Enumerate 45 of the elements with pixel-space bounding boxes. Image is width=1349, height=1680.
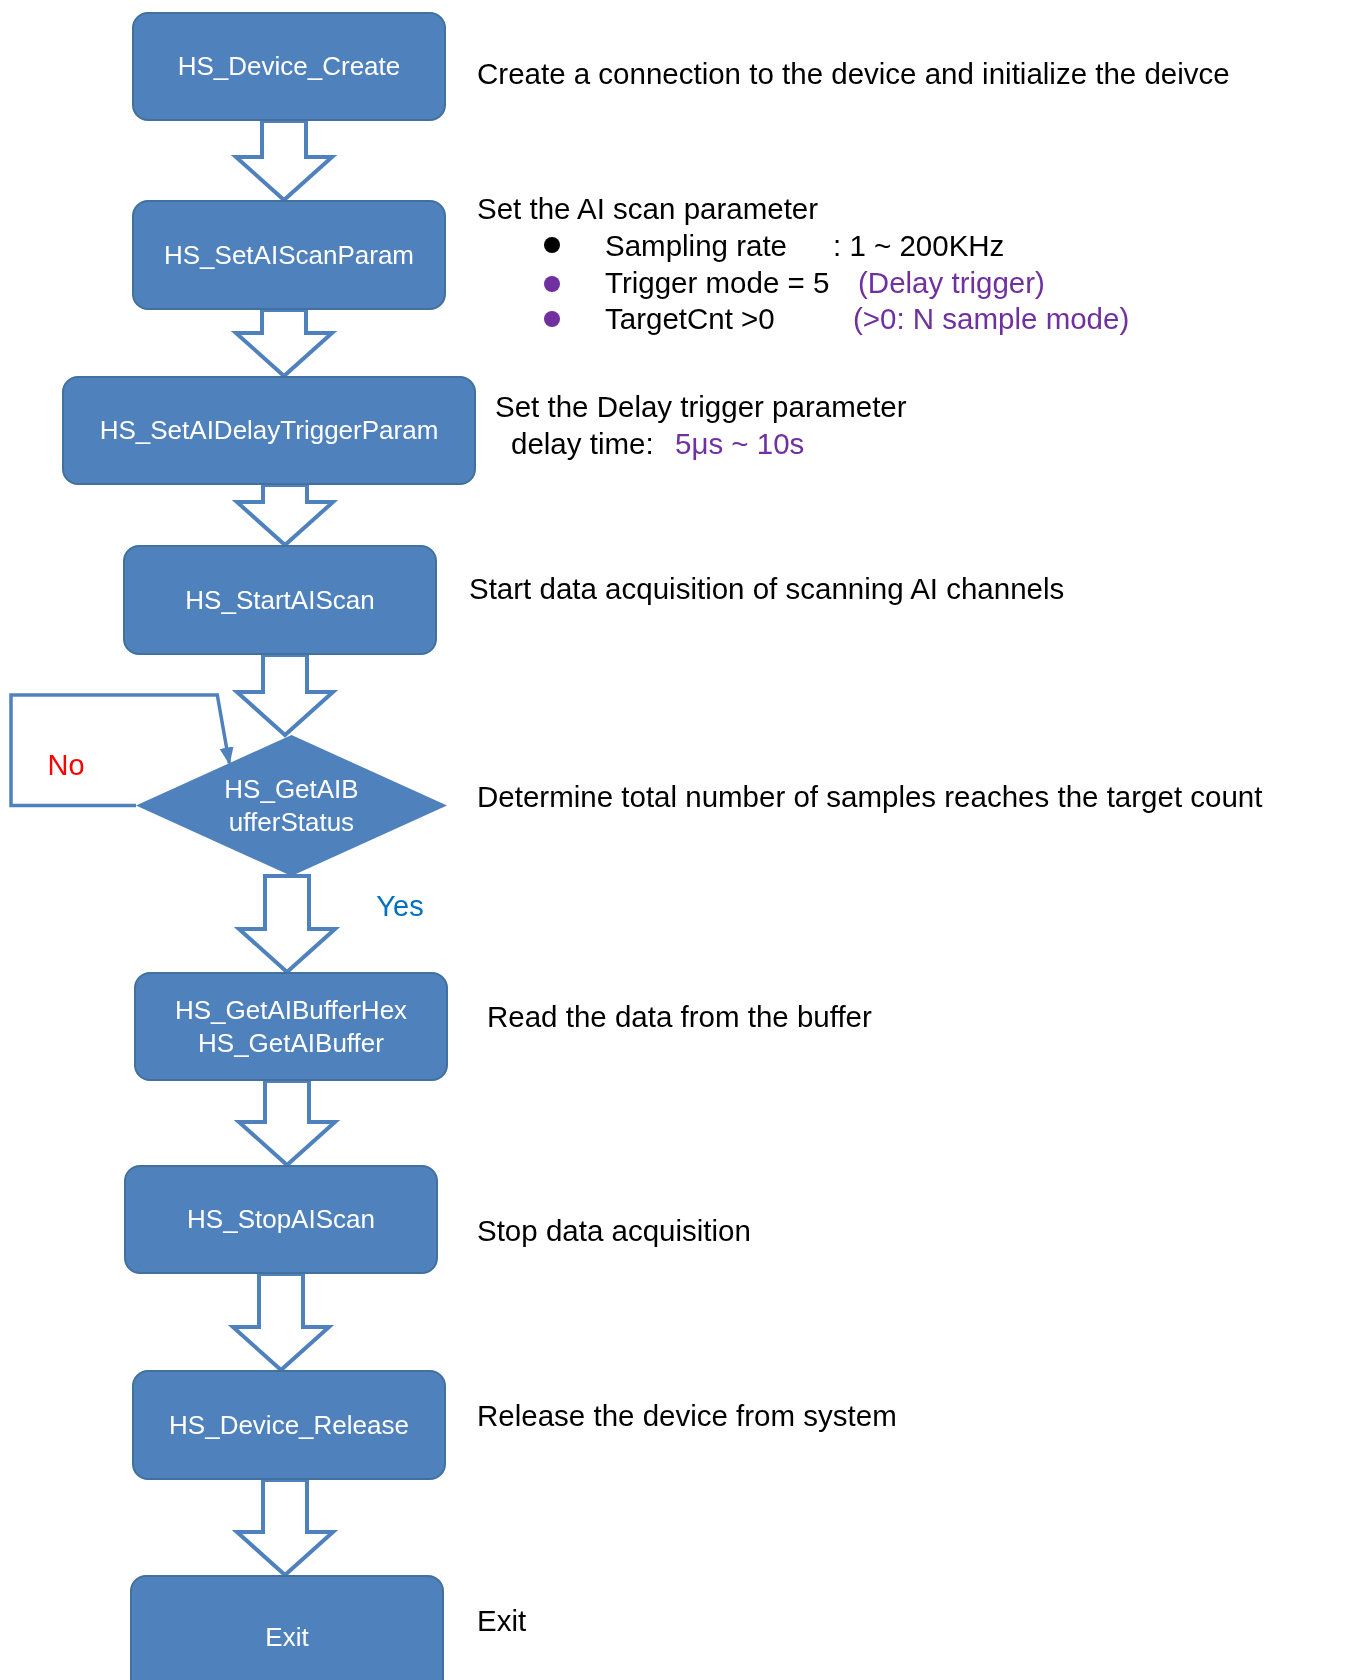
description-text: Stop data acquisition xyxy=(477,1214,751,1248)
node-label: HS_SetAIScanParam xyxy=(164,238,414,272)
process-box xyxy=(132,1370,446,1480)
node-label: HS_StopAIScan xyxy=(187,1203,375,1236)
node-label: Exit xyxy=(265,1621,309,1654)
node-label: HS_GetAIBuffer xyxy=(198,1026,384,1059)
process-box xyxy=(130,1575,444,1680)
process-box xyxy=(124,1165,438,1274)
description-text: Trigger mode = 5 xyxy=(605,266,830,300)
block-arrow xyxy=(233,874,341,975)
block-arrow xyxy=(231,1478,339,1578)
description-text: Read the data from the buffer xyxy=(487,1000,872,1034)
loop-arrow xyxy=(9,693,234,808)
process-box xyxy=(132,12,446,121)
node-label: HS_GetAIB ufferStatus xyxy=(223,773,360,838)
node-label: HS_GetAIBufferHex xyxy=(174,994,408,1027)
description-text: : 1 ~ 200KHz xyxy=(833,229,1005,263)
description-text: Release the device from system xyxy=(477,1399,897,1433)
node-label: HS_SetAIDelayTriggerParam xyxy=(99,414,439,447)
description-text: delay time: xyxy=(511,427,654,461)
block-arrow xyxy=(230,119,338,203)
description-text: Set the Delay trigger parameter xyxy=(495,390,907,424)
block-arrow xyxy=(231,483,339,548)
description-text: (>0: N sample mode) xyxy=(853,302,1130,336)
description-text: 5μs ~ 10s xyxy=(675,427,805,461)
block-arrow xyxy=(227,1272,335,1373)
node-label: HS_StartAIScan xyxy=(185,583,375,617)
process-box xyxy=(132,200,446,310)
description-text: (Delay trigger) xyxy=(858,266,1045,300)
description-text: Exit xyxy=(477,1604,527,1638)
description-text: TargetCnt >0 xyxy=(605,302,775,336)
process-box xyxy=(62,376,476,485)
description-text: Determine total number of samples reaches the target count xyxy=(477,780,1263,814)
node-label: HS_Device_Create xyxy=(177,50,401,83)
description-text: Create a connection to the device and initialize the deivce xyxy=(477,57,1230,91)
process-box xyxy=(123,545,437,655)
block-arrow xyxy=(230,308,338,379)
description-text: Start data acquisition of scanning AI channels xyxy=(469,572,1065,606)
node-label: HS_Device_Release xyxy=(169,1408,409,1442)
block-arrow xyxy=(233,1079,341,1168)
block-arrow xyxy=(231,653,339,738)
description-text: Set the AI scan parameter xyxy=(477,192,819,226)
description-text: Sampling rate xyxy=(605,229,787,263)
decision-diamond xyxy=(136,735,447,876)
process-box xyxy=(134,972,448,1081)
